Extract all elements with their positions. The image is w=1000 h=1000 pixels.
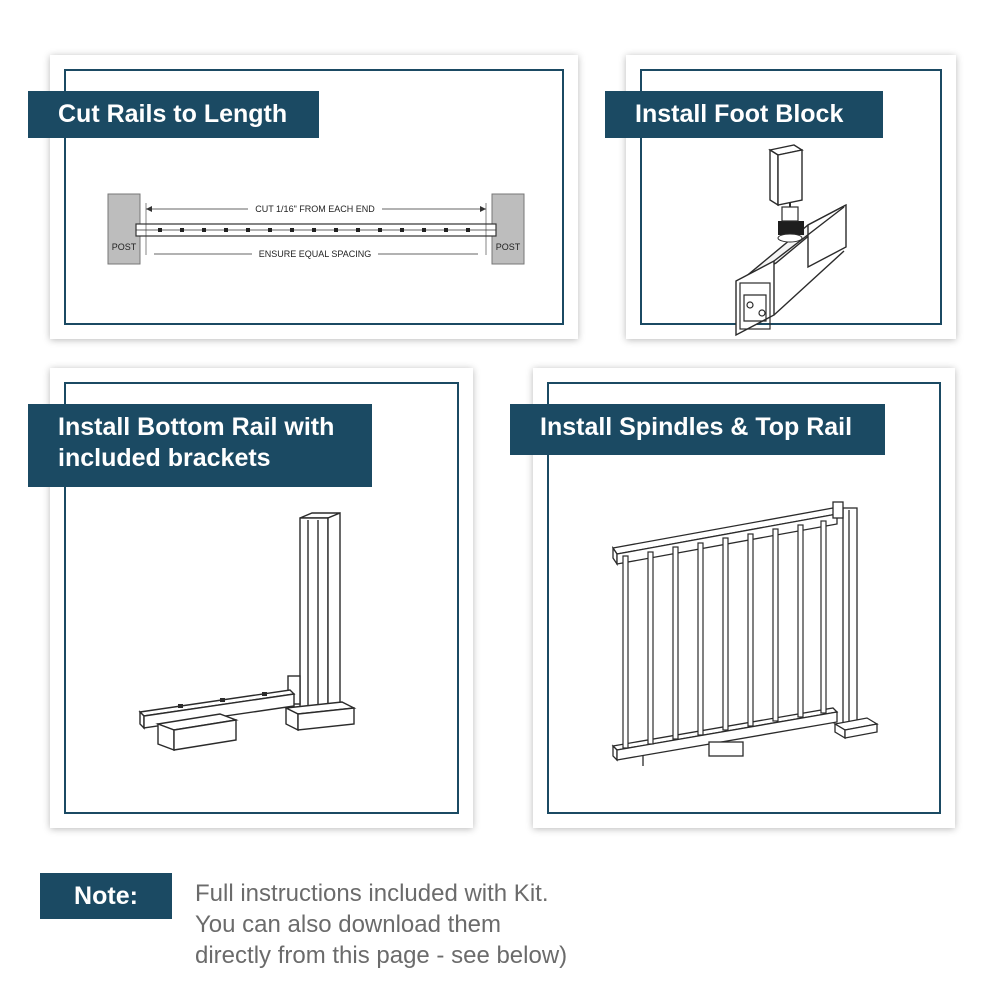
post-right-label: POST bbox=[496, 242, 521, 252]
step-title-spindles: Install Spindles & Top Rail bbox=[510, 404, 885, 455]
note-badge: Note: bbox=[40, 873, 172, 919]
panel-frame bbox=[547, 382, 941, 814]
post-left-label: POST bbox=[112, 242, 137, 252]
step-title-bottom-rail: Install Bottom Rail with included bracke… bbox=[28, 404, 372, 487]
step-title-foot-block: Install Foot Block bbox=[605, 91, 883, 138]
note-line: Full instructions included with Kit. bbox=[195, 880, 549, 907]
post-left bbox=[107, 193, 141, 265]
cut-annotation: CUT 1/16" FROM EACH END bbox=[255, 204, 375, 214]
post-right bbox=[491, 193, 525, 265]
panel-frame bbox=[64, 382, 459, 814]
spindles bbox=[622, 520, 827, 749]
cut-rails-illustration: POST POST CUT 1/16" FROM EACH END ENSURE… bbox=[107, 193, 525, 265]
note-line: directly from this page - see below) bbox=[195, 942, 568, 969]
rail-holes bbox=[158, 228, 470, 232]
step-title-bottom-rail-line2: included brackets bbox=[58, 444, 271, 472]
bottom-rail-illustration bbox=[138, 511, 357, 752]
spindles-illustration bbox=[611, 501, 879, 766]
spacing-annotation: ENSURE EQUAL SPACING bbox=[259, 249, 372, 259]
panel-frame bbox=[640, 69, 942, 325]
foot-block-illustration bbox=[735, 144, 847, 337]
step-title-bottom-rail-line1: Install Bottom Rail with bbox=[58, 413, 335, 441]
panel-frame bbox=[64, 69, 564, 325]
note-text: Full instructions included with Kit. You… bbox=[195, 878, 755, 971]
nut bbox=[778, 221, 804, 235]
step-title-cut-rails: Cut Rails to Length bbox=[28, 91, 319, 138]
note-line: You can also download them bbox=[195, 911, 501, 938]
